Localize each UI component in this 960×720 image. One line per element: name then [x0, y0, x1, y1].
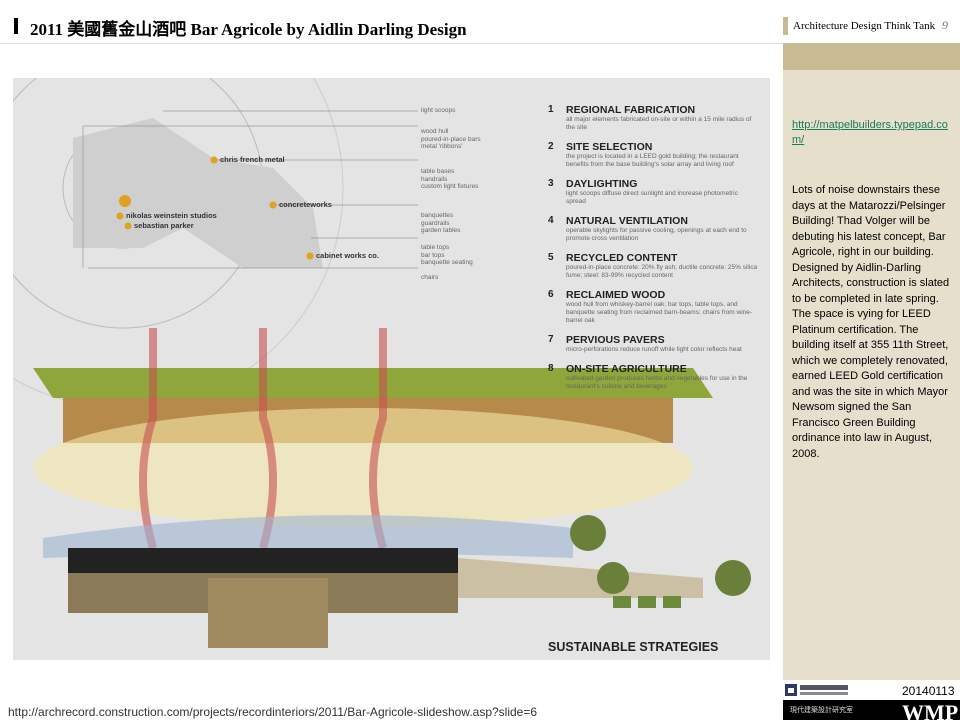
strategy-heading: ON-SITE AGRICULTURE — [566, 363, 687, 375]
strategy-heading: REGIONAL FABRICATION — [566, 104, 696, 116]
illustration-caption: SUSTAINABLE STRATEGIES — [548, 640, 719, 654]
map-place: chris french metal — [220, 155, 285, 164]
strategy-description: cultivated garden produces herbs and veg… — [566, 375, 748, 390]
strategy-number: 4 — [548, 215, 554, 226]
map-label: banquettes guardrails garden tables — [421, 212, 461, 234]
strategy-description: operable skylights for passive cooling, … — [566, 227, 747, 242]
strategy-heading: PERVIOUS PAVERS — [566, 334, 665, 346]
strategy-heading: RECLAIMED WOOD — [566, 289, 666, 301]
map-place: concreteworks — [279, 200, 332, 209]
strategy-number: 3 — [548, 178, 554, 189]
strategy-heading: NATURAL VENTILATION — [566, 215, 688, 227]
date: 20140113 — [902, 684, 955, 698]
source-url: http://archrecord.construction.com/proje… — [8, 705, 538, 719]
sidebar-band — [783, 43, 960, 70]
map-label: wood hull poured-in-place bars metal 'ri… — [421, 128, 481, 150]
map-place: cabinet works co. — [316, 251, 379, 260]
sidebar-description: Lots of noise downstairs these days at t… — [792, 184, 950, 460]
sidebar-title: Architecture Design Think Tank — [793, 20, 936, 32]
footer-bar — [783, 700, 960, 720]
strategy-description: micro-perforations reduce runoff while l… — [566, 346, 742, 353]
map-place: sebastian parker — [134, 221, 194, 230]
header-divider — [0, 43, 783, 44]
map-label: chairs — [421, 274, 439, 281]
map-label: table tops bar tops banquette seating — [421, 244, 473, 266]
strategy-number: 7 — [548, 334, 554, 345]
map-label: table bases handrails custom light fixtu… — [421, 168, 479, 190]
map-label: light scoops — [421, 107, 456, 114]
strategy-number: 5 — [548, 252, 554, 263]
sustainable-strategies-illustration: light scoops wood hull poured-in-place b… — [13, 78, 770, 660]
illustration-graphics — [13, 78, 751, 648]
strategy-number: 6 — [548, 289, 554, 300]
org-logo-icon — [785, 684, 848, 696]
strategy-description: all major elements fabricated on-site or… — [566, 116, 752, 131]
strategy-description: the project is located in a LEED gold bu… — [566, 153, 739, 168]
page-number: 9 — [942, 18, 948, 32]
strategy-description: poured-in-place concrete: 20% fly ash; d… — [566, 264, 758, 279]
strategy-heading: SITE SELECTION — [566, 141, 653, 153]
map-place: nikolas weinstein studios — [126, 211, 217, 220]
title-marker — [14, 18, 18, 34]
strategy-number: 1 — [548, 104, 554, 115]
sidebar-marker — [783, 17, 788, 35]
strategy-number: 8 — [548, 363, 554, 374]
sidebar-panel — [783, 70, 960, 680]
strategy-heading: RECYCLED CONTENT — [566, 252, 678, 264]
strategy-description: light scoops diffuse direct sunlight and… — [566, 190, 738, 205]
strategy-number: 2 — [548, 141, 554, 152]
strategy-description: wood hull from whiskey-barrel oak; bar t… — [566, 301, 753, 324]
footer-org: 現代建築設計研究室 — [790, 707, 853, 714]
source-link[interactable]: http://matpelbuilders.typepad.com/ — [792, 119, 948, 146]
page-title: 2011 美國舊金山酒吧 Bar Agricole by Aidlin Darl… — [30, 20, 467, 39]
strategy-heading: DAYLIGHTING — [566, 178, 638, 190]
footer-brand: WMP — [902, 700, 959, 720]
